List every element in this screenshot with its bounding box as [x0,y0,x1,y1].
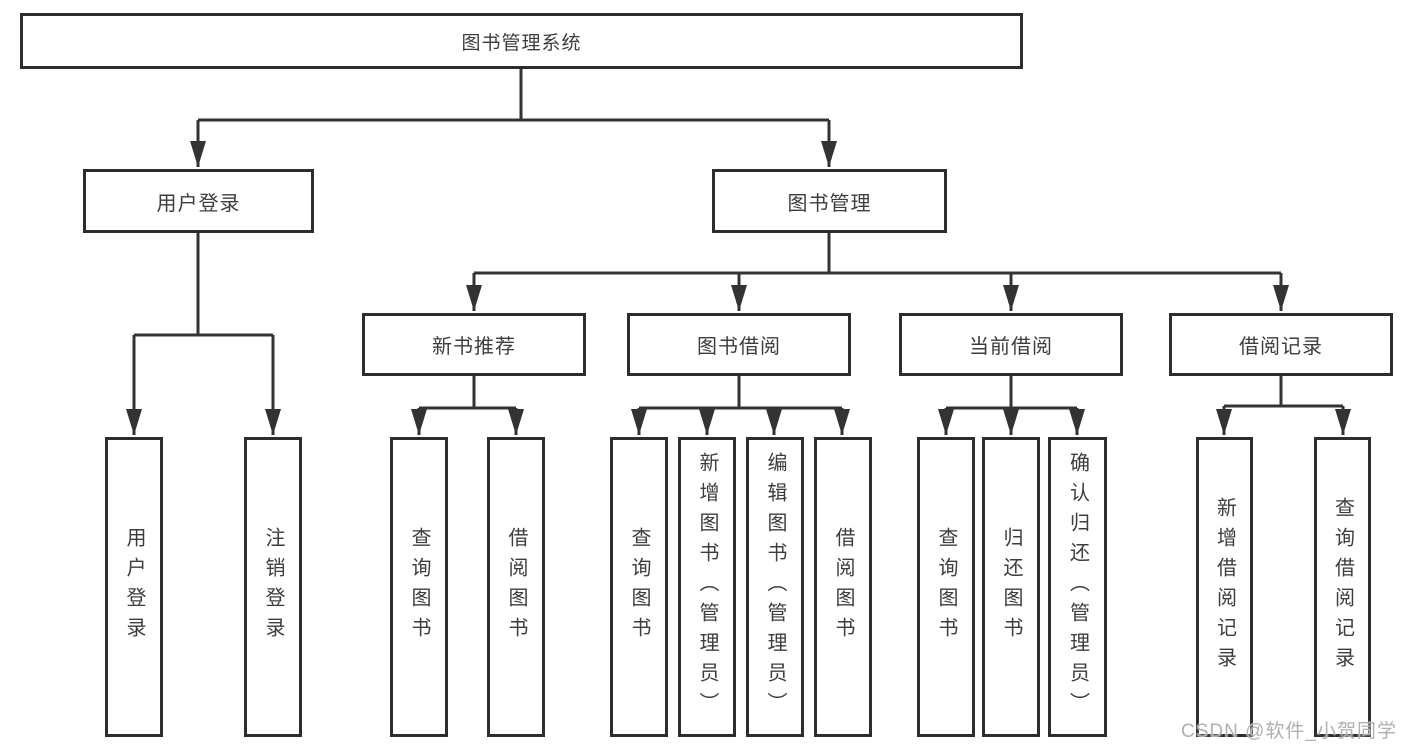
connector-book-management [474,233,1281,275]
node-user-login: 用户登录 [83,169,314,233]
connector-new-book [419,376,516,410]
leaf-user-login: 用户登录 [105,437,163,737]
connector-current-borrow [946,376,1077,410]
node-root-system: 图书管理系统 [20,13,1023,69]
node-new-book-recommend: 新书推荐 [362,313,586,376]
node-book-management: 图书管理 [712,169,947,233]
leaf-confirm-return-admin-label: 确认归还（管理员） [1066,452,1089,722]
watermark: CSDN @软件_小贺同学 [1181,721,1397,742]
leaf-query-book-2: 查询图书 [610,437,668,737]
leaf-borrow-book-1: 借阅图书 [487,437,545,737]
leaf-user-login-label: 用户登录 [123,527,145,647]
leaf-query-book-1-label: 查询图书 [408,527,430,647]
connector-root [198,69,829,122]
leaf-borrow-book-1-label: 借阅图书 [505,527,527,647]
connector-book-borrow [639,376,842,410]
leaf-edit-book-admin: 编辑图书（管理员） [746,437,804,737]
leaf-query-book-3: 查询图书 [917,437,975,737]
leaf-query-borrow-record: 查询借阅记录 [1314,437,1371,737]
leaf-confirm-return-admin: 确认归还（管理员） [1048,437,1107,737]
leaf-return-book-label: 归还图书 [1000,527,1022,647]
connector-user-login [134,233,273,337]
node-borrow-record: 借阅记录 [1169,313,1393,376]
leaf-query-borrow-record-label: 查询借阅记录 [1331,497,1354,677]
node-book-borrow: 图书借阅 [627,313,851,376]
leaf-add-book-admin: 新增图书（管理员） [678,437,736,737]
leaf-add-borrow-record-label: 新增借阅记录 [1213,497,1236,677]
leaf-query-book-3-label: 查询图书 [935,527,957,647]
leaf-logout-label: 注销登录 [262,527,284,647]
leaf-add-borrow-record: 新增借阅记录 [1196,437,1253,737]
leaf-add-book-admin-label: 新增图书（管理员） [696,452,718,722]
leaf-return-book: 归还图书 [982,437,1040,737]
leaf-borrow-book-2: 借阅图书 [814,437,872,737]
leaf-borrow-book-2-label: 借阅图书 [832,527,854,647]
leaf-edit-book-admin-label: 编辑图书（管理员） [764,452,786,722]
leaf-query-book-1: 查询图书 [390,437,448,737]
connector-borrow-record [1224,376,1343,408]
node-current-borrow: 当前借阅 [899,313,1123,376]
leaf-logout: 注销登录 [244,437,302,737]
leaf-query-book-2-label: 查询图书 [628,527,650,647]
